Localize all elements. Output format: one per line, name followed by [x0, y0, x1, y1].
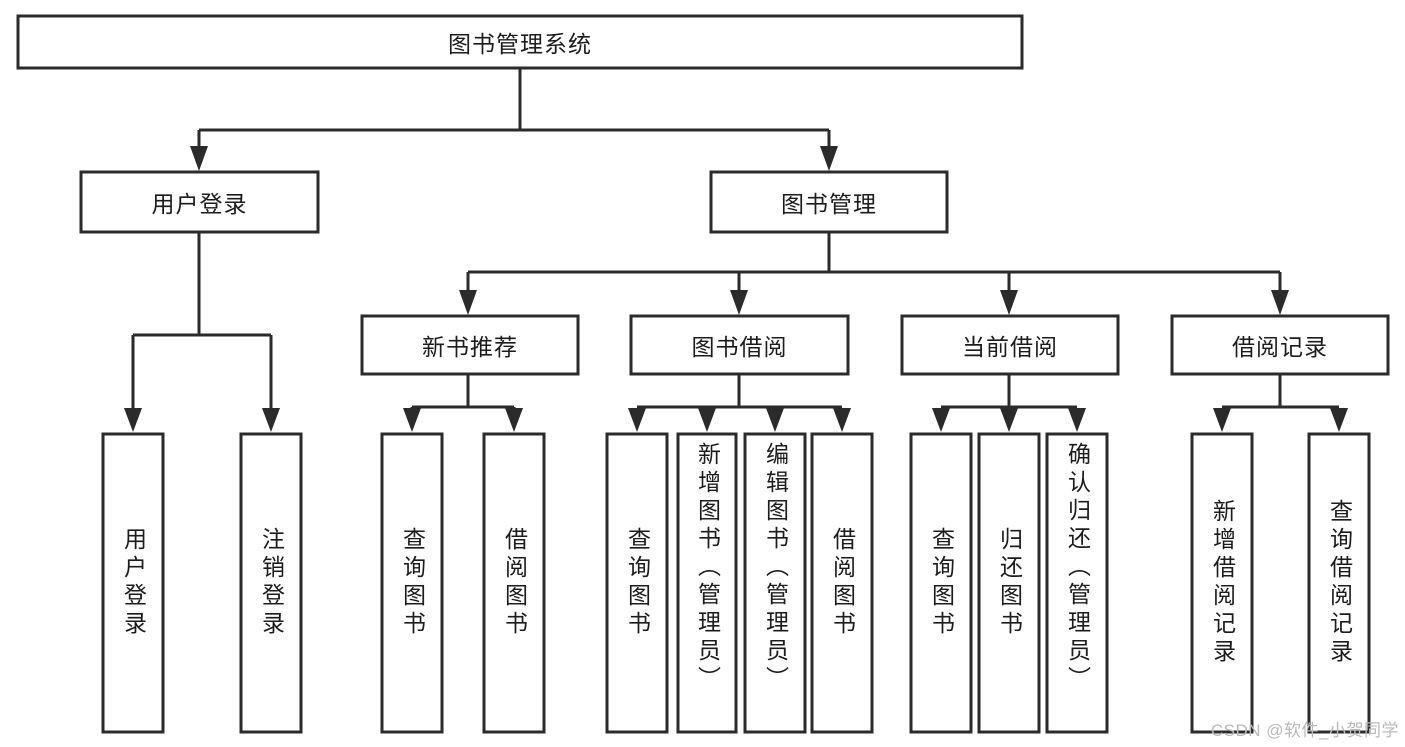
arrow-head-bb-leaf-2: [698, 408, 716, 432]
arrow-head-user-login: [190, 146, 208, 171]
node-box-borrow-record[interactable]: [1170, 314, 1390, 376]
arrow-head-bb-leaf-3: [766, 408, 784, 432]
arrow-head-nb-leaf-1: [403, 408, 421, 432]
node-box-leaf-nb-query-book[interactable]: [380, 432, 444, 734]
arrow-head-book-borrow: [730, 290, 748, 315]
arrow-head-cb-leaf-3: [1068, 408, 1086, 432]
arrow-head-nb-leaf-2: [505, 408, 523, 432]
node-box-leaf-user-login[interactable]: [101, 432, 165, 734]
arrow-head-br-leaf-1: [1213, 408, 1231, 432]
node-box-leaf-cb-return-book[interactable]: [977, 432, 1041, 734]
node-box-leaf-nb-borrow-book[interactable]: [482, 432, 546, 734]
arrow-head-new-book: [459, 290, 477, 315]
node-box-leaf-br-query-record[interactable]: [1307, 432, 1371, 734]
node-box-root[interactable]: [16, 14, 1024, 70]
node-box-layer: [16, 14, 1390, 734]
arrow-head-borrow-record: [1271, 290, 1289, 315]
arrow-head-leaf-user-login: [124, 408, 142, 432]
node-box-user-login[interactable]: [79, 170, 320, 234]
node-box-current-borrow[interactable]: [900, 314, 1120, 376]
node-box-leaf-cb-confirm-return[interactable]: [1045, 432, 1109, 734]
node-box-leaf-logout[interactable]: [239, 432, 303, 734]
arrow-head-leaf-logout: [262, 408, 280, 432]
node-box-leaf-bb-query-book[interactable]: [605, 432, 669, 734]
arrow-head-br-leaf-2: [1330, 408, 1348, 432]
arrow-head-book-manage: [820, 146, 838, 171]
arrow-head-current-borrow: [1000, 290, 1018, 315]
arrow-head-cb-leaf-2: [1000, 408, 1018, 432]
node-box-leaf-bb-add-book[interactable]: [676, 432, 738, 734]
arrow-head-cb-leaf-1: [932, 408, 950, 432]
node-box-leaf-br-add-record[interactable]: [1190, 432, 1254, 734]
arrow-head-bb-leaf-1: [628, 408, 646, 432]
node-box-leaf-bb-edit-book[interactable]: [743, 432, 807, 734]
node-box-leaf-cb-query-book[interactable]: [909, 432, 973, 734]
node-box-book-borrow[interactable]: [629, 314, 850, 376]
node-box-leaf-bb-borrow-book[interactable]: [810, 432, 874, 734]
node-box-new-book-recommend[interactable]: [360, 314, 580, 376]
connector-layer: [124, 68, 1348, 432]
arrow-head-bb-leaf-4: [833, 408, 851, 432]
node-box-book-manage[interactable]: [709, 170, 949, 234]
